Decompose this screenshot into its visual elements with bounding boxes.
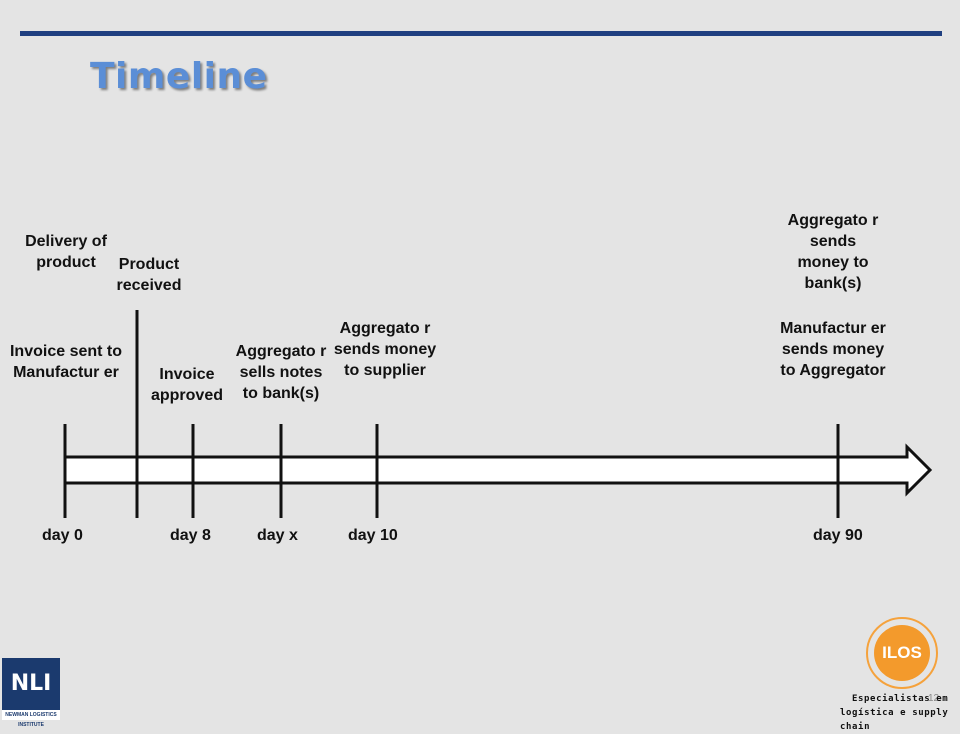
event-invoice-sent: Invoice sent to Manufactur er (9, 343, 123, 381)
event-aggregator-sends-supplier: Aggregato r sends money to supplier (333, 320, 437, 379)
day-label: day 8 (170, 527, 211, 544)
timeline-arrow (63, 443, 933, 497)
day-label: day 90 (813, 527, 863, 544)
event-invoice-approved: Invoice approved (150, 366, 223, 404)
ilos-tagline-line-1: Especialistas em (852, 694, 949, 704)
header-rule (20, 31, 942, 36)
nli-logo: NLI (2, 658, 60, 710)
day-label: day 0 (42, 527, 83, 544)
event-aggregator-sells-notes: Aggregato r sells notes to bank(s) (235, 343, 327, 402)
ilos-logo: ILOS (866, 617, 938, 689)
event-manufacturer-sends-aggregator: Manufactur er sends money to Aggregator (780, 320, 886, 379)
ilos-logo-text: ILOS (874, 625, 930, 681)
event-delivery: Delivery of product (25, 233, 107, 271)
page-title: Timeline (90, 56, 268, 97)
event-product-received: Product received (116, 256, 182, 294)
day-label: day 10 (348, 527, 398, 544)
event-aggregator-sends-bank: Aggregato r sends money to bank(s) (787, 212, 879, 292)
nli-logo-subtitle: NEWMAN LOGISTICS INSTITUTE (2, 710, 60, 728)
ilos-tagline-line-2: logística e supply chain (840, 708, 949, 732)
page-number: 12 (928, 693, 940, 704)
ilos-tagline: Especialistas em logística e supply chai… (840, 692, 960, 734)
day-label: day x (257, 527, 298, 544)
